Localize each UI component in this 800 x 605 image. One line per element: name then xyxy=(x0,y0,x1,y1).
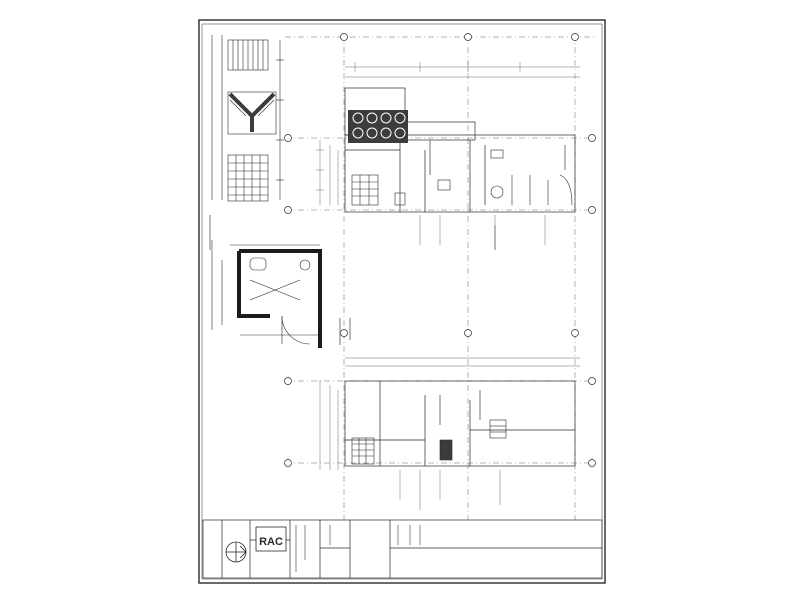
company-logo: RAC xyxy=(255,526,287,552)
lower-floor-plan xyxy=(344,380,576,467)
lower-plan-dimension-lines xyxy=(319,357,580,510)
title-block-notes xyxy=(295,525,421,572)
sheet-border xyxy=(198,19,606,584)
north-arrow xyxy=(225,541,247,563)
lower-plan-fixtures xyxy=(351,419,507,465)
annotation-notes xyxy=(209,140,566,425)
wc-detail-plan xyxy=(211,240,322,348)
stair-detail-plans xyxy=(211,35,284,202)
upper-plan-fixtures xyxy=(351,149,573,206)
mechanical-units xyxy=(348,110,408,143)
upper-floor-plan xyxy=(344,87,576,213)
upper-plan-dimension-lines xyxy=(316,62,580,250)
grid-bubbles xyxy=(284,33,596,467)
logo-text: RAC xyxy=(259,536,283,548)
